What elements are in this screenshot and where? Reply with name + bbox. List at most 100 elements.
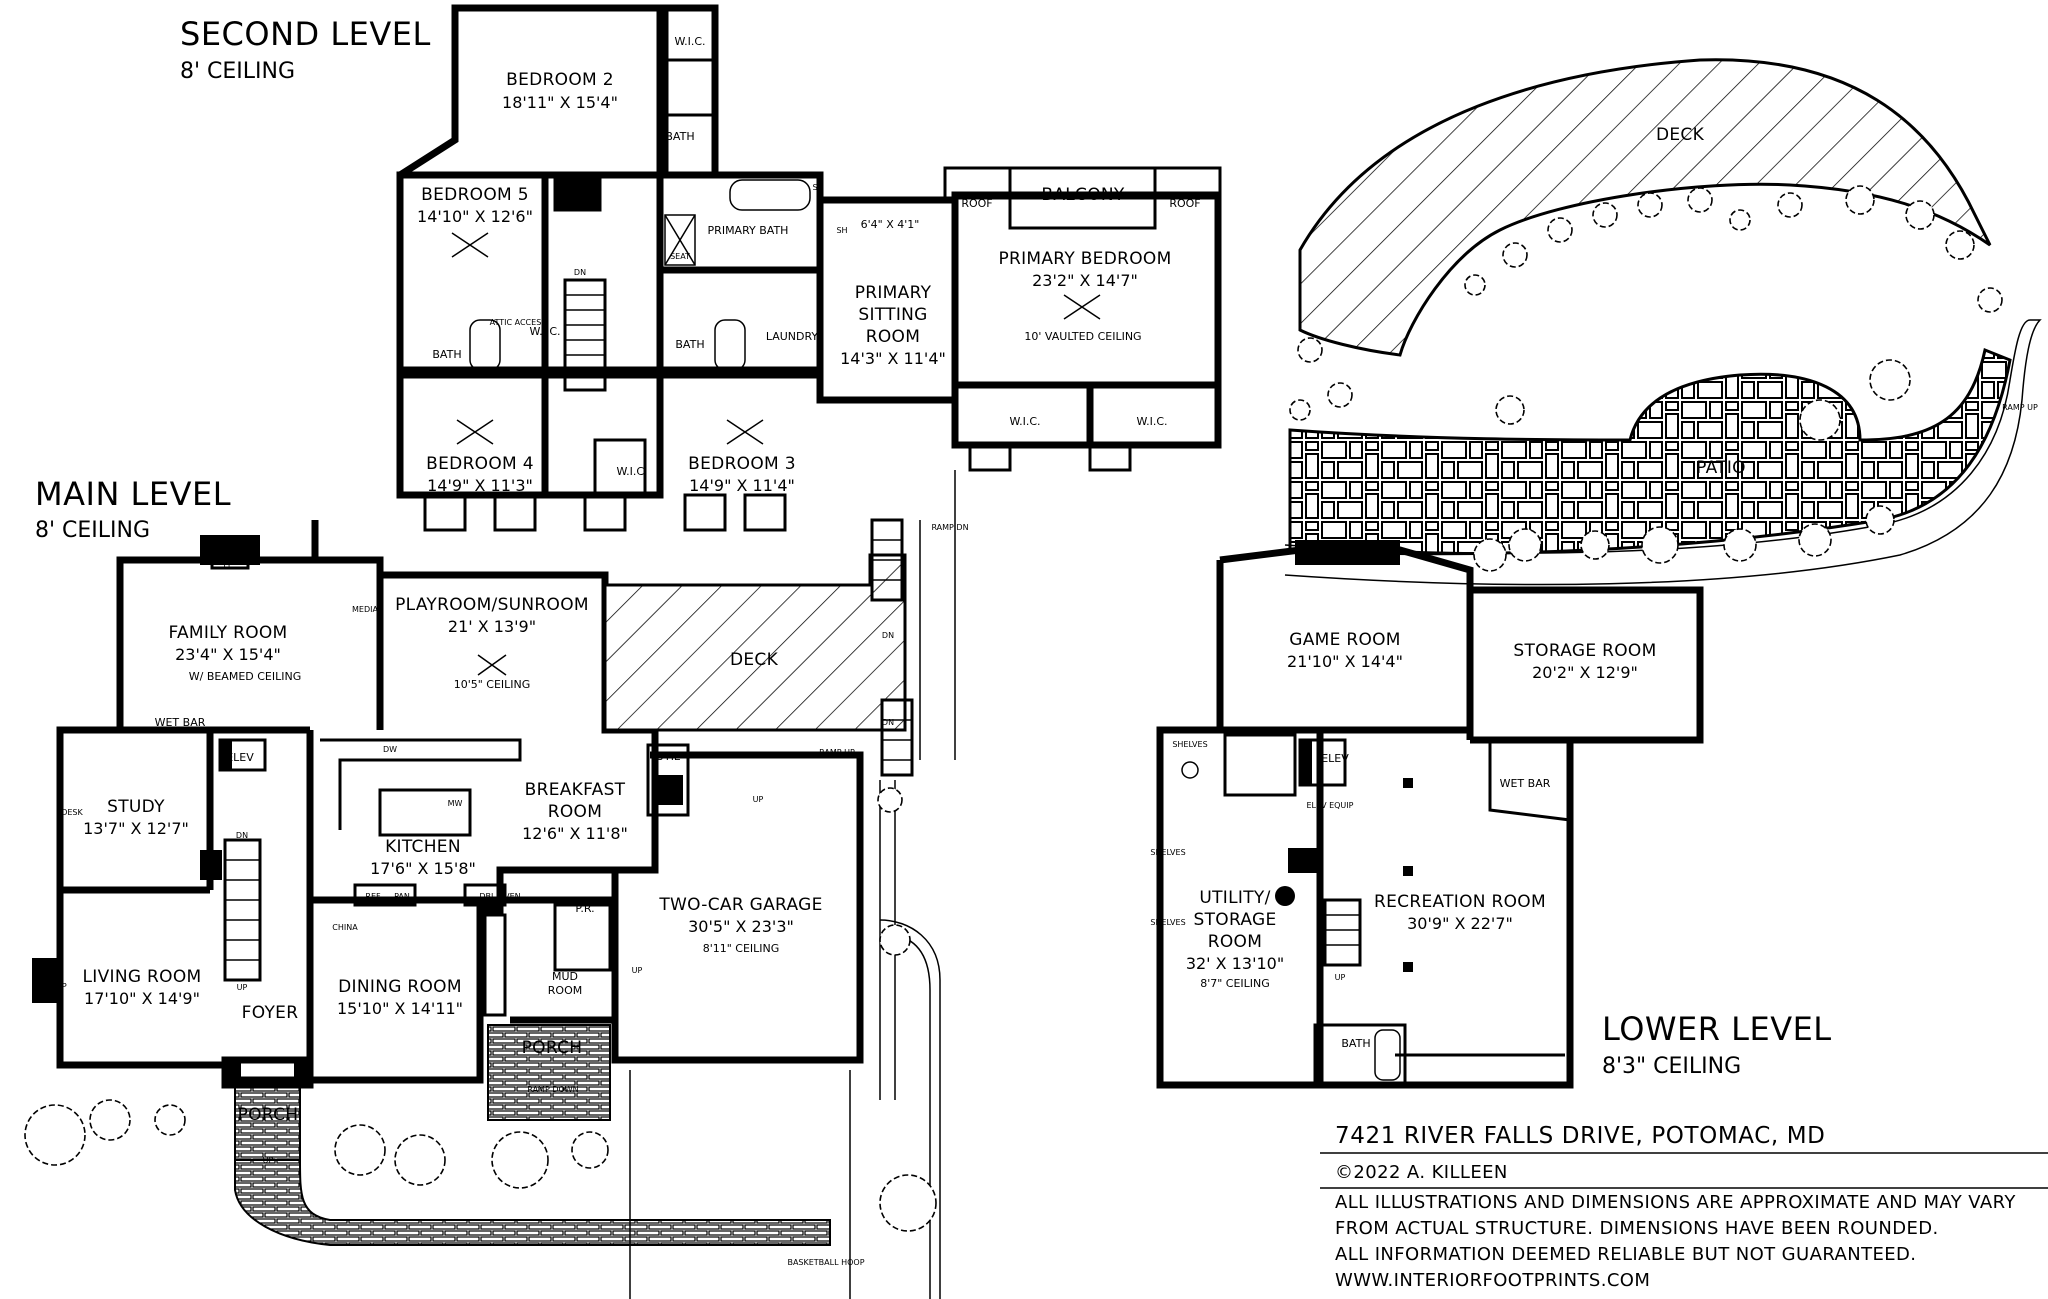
breakfast-label-2: ROOM xyxy=(548,802,602,822)
shelves-label-3: SHELVES xyxy=(1150,918,1185,927)
living-room-label: LIVING ROOM xyxy=(83,967,202,987)
lower-level-title: LOWER LEVEL xyxy=(1602,1010,1832,1048)
garage-up-label: UP xyxy=(753,795,764,804)
mud-room-label-2: ROOM xyxy=(548,984,582,997)
study-label: STUDY xyxy=(107,797,165,817)
garage-label: TWO-CAR GARAGE xyxy=(658,895,822,915)
ramp-up-label: RAMP UP xyxy=(819,748,855,757)
bedroom2-label: BEDROOM 2 xyxy=(506,70,614,90)
dw-label: DW xyxy=(383,745,397,754)
game-room-label: GAME ROOM xyxy=(1289,630,1401,650)
second-level-ceiling: 8' CEILING xyxy=(180,59,295,84)
utility-label-3: ROOM xyxy=(1208,932,1262,952)
sh-label-2: SH xyxy=(836,226,847,235)
mw-label: MW xyxy=(448,799,463,808)
second-level-plan xyxy=(396,4,1222,532)
main-deck-label: DECK xyxy=(730,650,779,670)
primary-bath-label: PRIMARY BATH xyxy=(708,224,789,237)
copyright-text: ©2022 A. KILLEEN xyxy=(1335,1162,1508,1183)
game-room-dims: 21'10" X 14'4" xyxy=(1287,652,1403,671)
family-room-note: W/ BEAMED CEILING xyxy=(189,670,302,683)
bedroom4-dims: 14'9" X 11'3" xyxy=(427,476,533,495)
disclaimer-line1: ALL ILLUSTRATIONS AND DIMENSIONS ARE APP… xyxy=(1335,1192,2016,1213)
playroom-dims: 21' X 13'9" xyxy=(448,617,536,636)
wic-label-2e: W.I.C. xyxy=(529,325,560,338)
seat-label: SEAT xyxy=(670,252,690,261)
garage-dims: 30'5" X 23'3" xyxy=(688,917,794,936)
bedroom2-dims: 18'11" X 15'4" xyxy=(502,93,618,112)
shelves-label-1: SHELVES xyxy=(1172,740,1207,749)
primary-sitting-label-3: ROOM xyxy=(866,327,920,347)
front-up-label: UP xyxy=(263,1156,274,1165)
lower-up-label: UP xyxy=(1335,973,1346,982)
basketball-label: BASKETBALL HOOP xyxy=(787,1258,864,1267)
lower-elev-label: ELEV xyxy=(1321,752,1349,765)
dbl-oven-label: DBL OVEN xyxy=(479,892,520,901)
disclaimer-line2: FROM ACTUAL STRUCTURE. DIMENSIONS HAVE B… xyxy=(1335,1218,1939,1239)
utility-label-2: STORAGE xyxy=(1193,910,1276,930)
main-level-ceiling: 8' CEILING xyxy=(35,518,150,543)
watermark-suffix: MLS xyxy=(138,1258,178,1280)
primary-bedroom-ceiling: 10' VAULTED CEILING xyxy=(1024,330,1141,343)
balcony-label: BALCONY xyxy=(1041,185,1125,205)
china-label: CHINA xyxy=(332,923,358,932)
kitchen-dims: 17'6" X 15'8" xyxy=(370,859,476,878)
closet-dims: 6'4" X 4'1" xyxy=(861,218,920,231)
address-text: 7421 RIVER FALLS DRIVE, POTOMAC, MD xyxy=(1335,1123,1825,1149)
bath-label-2b: BATH xyxy=(675,338,704,351)
playroom-fan-icon xyxy=(477,654,507,676)
desk-label: DESK xyxy=(61,808,83,817)
breakfast-label-1: BREAKFAST xyxy=(525,780,626,800)
study-dims: 13'7" X 12'7" xyxy=(83,819,189,838)
wic-label-2b: W.I.C. xyxy=(616,465,647,478)
lower-bath-label: BATH xyxy=(1341,1037,1370,1050)
bedroom5-dims: 14'10" X 12'6" xyxy=(417,207,533,226)
elev-equip-label: ELEV EQUIP xyxy=(1307,801,1354,810)
deck-dn-label-2: DN xyxy=(882,718,894,727)
utility-label-1: UTILITY/ xyxy=(1199,888,1270,908)
primary-sitting-label-2: SITTING xyxy=(858,305,927,325)
roof-right-label: ROOF xyxy=(1169,197,1200,210)
wic-label-2d: W.I.C. xyxy=(1136,415,1167,428)
deck-dn-label-1: DN xyxy=(882,631,894,640)
utility-dims: 32' X 13'10" xyxy=(1186,954,1284,973)
fp-label-2: FP xyxy=(57,982,67,991)
wic-label-2a: W.I.C. xyxy=(674,35,705,48)
lower-level-ceiling: 8'3" CEILING xyxy=(1602,1054,1741,1079)
deck-and-patio xyxy=(1284,58,2042,586)
kitchen-label: KITCHEN xyxy=(385,837,461,857)
playroom-ceiling: 10'5" CEILING xyxy=(454,678,531,691)
pan-label: PAN xyxy=(394,892,410,901)
family-room-dims: 23'4" X 15'4" xyxy=(175,645,281,664)
laundry-label: LAUNDRY xyxy=(766,330,819,343)
primary-bedroom-label: PRIMARY BEDROOM xyxy=(998,249,1171,269)
shelves-label-2: SHELVES xyxy=(1150,848,1185,857)
garage-ceiling: 8'11" CEILING xyxy=(703,942,780,955)
front-porch-label: PORCH xyxy=(238,1105,299,1125)
dining-room-label: DINING ROOM xyxy=(338,977,462,997)
dining-room-dims: 15'10" X 14'11" xyxy=(337,999,463,1018)
lower-wet-bar-label: WET BAR xyxy=(1500,777,1551,790)
lower-level-plan xyxy=(1156,540,1704,1089)
storage-room-dims: 20'2" X 12'9" xyxy=(1532,663,1638,682)
playroom-label: PLAYROOM/SUNROOM xyxy=(395,595,589,615)
util-label: UTIL xyxy=(656,750,681,763)
pr-label: P.R. xyxy=(575,902,594,915)
website-text: WWW.INTERIORFOOTPRINTS.COM xyxy=(1335,1270,1650,1291)
fp-label-1: FP xyxy=(223,560,233,569)
primary-sitting-label-1: PRIMARY xyxy=(855,283,932,303)
mud-room-label-1: MUD xyxy=(552,970,578,983)
recreation-room-dims: 30'9" X 22'7" xyxy=(1407,914,1513,933)
stair-dn-label: DN xyxy=(236,831,248,840)
main-level-title: MAIN LEVEL xyxy=(35,475,231,513)
bedroom3-dims: 14'9" X 11'4" xyxy=(689,476,795,495)
wic-label-2c: W.I.C. xyxy=(1009,415,1040,428)
attic-access-label: ATTIC ACCESS xyxy=(490,318,547,327)
mud-up-label: UP xyxy=(632,966,643,975)
second-level-title: SECOND LEVEL xyxy=(180,15,431,53)
elev-label-2: ELEV xyxy=(564,190,592,203)
watermark-word: bright xyxy=(20,1244,135,1284)
bedroom4-label: BEDROOM 4 xyxy=(426,454,534,474)
